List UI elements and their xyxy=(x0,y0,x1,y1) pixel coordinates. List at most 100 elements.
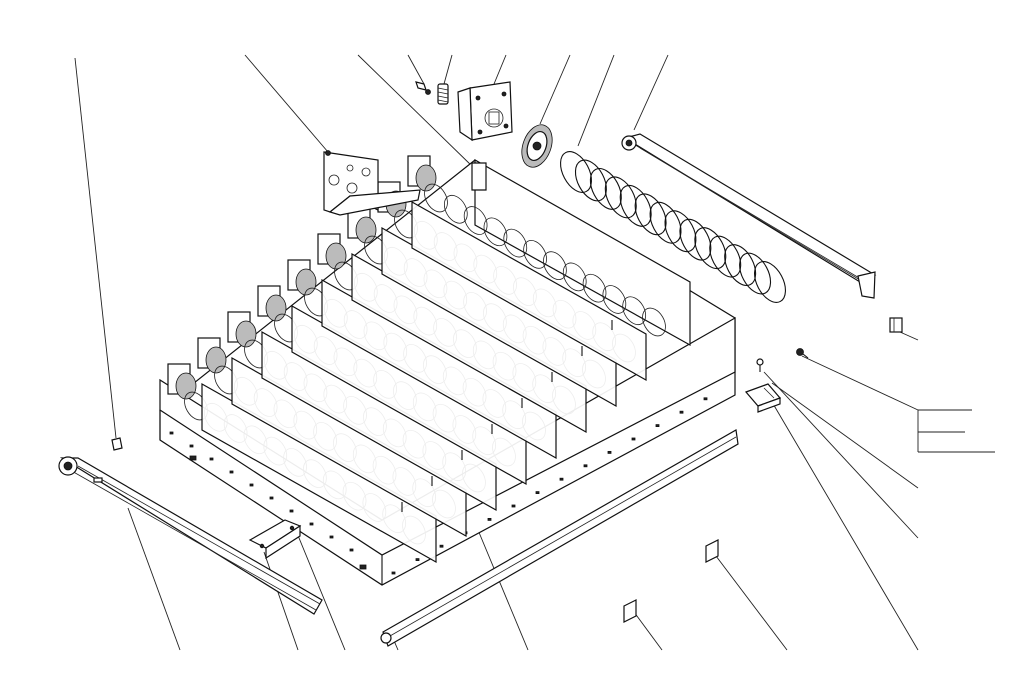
side-hole xyxy=(189,444,194,448)
spiral-column xyxy=(227,311,497,512)
label-clip xyxy=(623,599,637,623)
leader-line-left-rail xyxy=(127,507,181,651)
leader-line-drive-motor xyxy=(493,54,507,85)
small-screw xyxy=(756,358,764,372)
tray-stop-pin xyxy=(111,437,123,451)
motor-screw xyxy=(415,81,431,95)
spiral-column xyxy=(317,233,587,434)
spiral-column xyxy=(407,155,666,337)
leader-line-screw-b xyxy=(801,355,919,411)
bracket-hole xyxy=(346,164,354,172)
front-hole xyxy=(703,397,708,401)
bracket-hole xyxy=(328,174,340,186)
spiral-coil xyxy=(562,262,587,292)
right-slide-rail xyxy=(621,133,877,299)
leader-line-mounting-bracket xyxy=(244,54,329,153)
left-mounting-bracket xyxy=(323,150,421,216)
loose-spiral-coil xyxy=(560,151,592,193)
front-hole xyxy=(655,424,660,428)
leader-line-spiral xyxy=(577,54,615,147)
spiral-coil xyxy=(543,251,567,280)
bracket-flange xyxy=(328,189,421,216)
left-rail-edge xyxy=(77,465,321,605)
leader-line-small-screw xyxy=(763,371,919,539)
spiral-coil xyxy=(602,285,627,314)
spiral-coil xyxy=(622,296,647,326)
loose-spiral-coil xyxy=(739,252,772,295)
leader-line-support-bracket-b xyxy=(289,515,346,651)
loose-spiral-coil xyxy=(754,261,786,303)
loose-spiral-coil xyxy=(694,227,727,270)
front-hole xyxy=(631,437,636,441)
side-hole xyxy=(169,431,174,435)
loose-spiral-coil xyxy=(634,193,667,236)
front-hole xyxy=(415,558,420,561)
spiral-coil xyxy=(424,183,448,213)
small-parts xyxy=(111,317,903,623)
front-clip-bracket xyxy=(744,383,782,413)
side-hole xyxy=(289,509,294,513)
front-hole xyxy=(487,518,492,521)
side-hole xyxy=(229,470,234,474)
spiral-coil xyxy=(483,217,508,247)
spiral-coil xyxy=(523,240,547,269)
leader-line-pin-a xyxy=(771,382,919,489)
loose-spiral-coil xyxy=(679,218,712,261)
spiral-column xyxy=(197,337,467,538)
leader-bracket-group xyxy=(917,409,972,452)
spiral-coil xyxy=(443,194,468,224)
left-slide-rail xyxy=(58,456,323,615)
side-hole xyxy=(269,496,274,500)
left-rail-slot xyxy=(93,477,103,483)
right-rail-roller-hub xyxy=(625,139,633,147)
tray-front-holes xyxy=(169,397,708,575)
right-rail-edge xyxy=(639,147,871,287)
loose-spiral-coil xyxy=(619,184,652,227)
leader-line-tray-stop-pin xyxy=(74,57,117,439)
spiral-coil xyxy=(503,228,528,258)
side-hole xyxy=(329,535,334,539)
leader-line-price-card xyxy=(715,555,788,651)
leader-line-divider-panel xyxy=(357,54,475,169)
loose-spiral-coil xyxy=(589,168,622,210)
tray-foot-front xyxy=(359,564,367,570)
front-hole xyxy=(439,544,444,548)
drive-motor xyxy=(457,81,513,142)
spiral-coil xyxy=(582,273,607,303)
leader-line-motor-spring xyxy=(443,54,453,85)
left-rail-roller-hub xyxy=(63,461,73,471)
motor-group xyxy=(415,81,553,168)
leader-line-support-bracket-a xyxy=(263,551,299,651)
side-hole xyxy=(209,457,214,461)
loose-spiral-coil xyxy=(604,176,637,219)
bracket-hole xyxy=(361,167,371,177)
spiral-coil xyxy=(463,206,488,235)
spiral-column xyxy=(287,259,557,460)
front-hole xyxy=(583,464,588,468)
spiral-columns xyxy=(167,155,666,564)
front-hole xyxy=(511,504,516,508)
leader-line-motor-screw xyxy=(407,54,425,85)
right-rail-end xyxy=(857,271,876,299)
column-divider xyxy=(411,200,647,382)
loose-spiral-coil xyxy=(709,235,742,278)
bracket-hole xyxy=(346,182,358,194)
coupler-wheel xyxy=(521,124,553,168)
leader-line-stop-block xyxy=(899,331,919,341)
leader-line-label-clip xyxy=(633,611,663,651)
bracket-screw xyxy=(325,150,331,156)
leader-lines xyxy=(74,54,995,651)
tray-foot-left xyxy=(189,455,197,461)
spiral-coil xyxy=(642,307,666,337)
front-rail-end xyxy=(380,632,392,644)
loose-spiral-coil xyxy=(574,159,607,202)
left-rail-edge xyxy=(69,469,317,611)
side-hole xyxy=(249,483,254,487)
front-hole xyxy=(607,450,612,454)
price-tag-card xyxy=(705,539,719,563)
side-hole xyxy=(349,548,354,552)
leader-line-right-rail xyxy=(633,54,669,131)
front-hole xyxy=(535,491,540,495)
